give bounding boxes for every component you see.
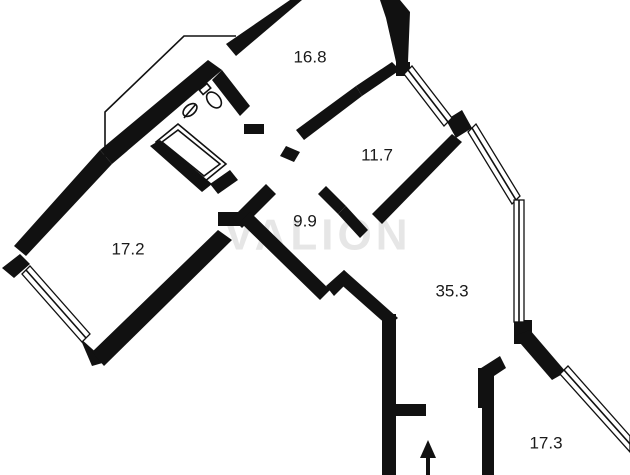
bathtub-icon bbox=[154, 122, 228, 184]
room-top-area: 16.8 bbox=[293, 47, 326, 66]
room-bottom-right-area: 17.3 bbox=[529, 433, 562, 452]
living-room-area: 35.3 bbox=[435, 281, 468, 300]
walls bbox=[2, 0, 566, 475]
room-left-area: 17.2 bbox=[111, 239, 144, 258]
toilet-icon bbox=[198, 82, 223, 109]
room-middle-area: 11.7 bbox=[361, 145, 393, 164]
sink-icon bbox=[182, 102, 198, 119]
windows bbox=[21, 65, 630, 453]
hallway-area: 9.9 bbox=[293, 211, 317, 230]
bay-outline bbox=[104, 35, 236, 160]
entrance-arrow-icon bbox=[420, 440, 436, 475]
